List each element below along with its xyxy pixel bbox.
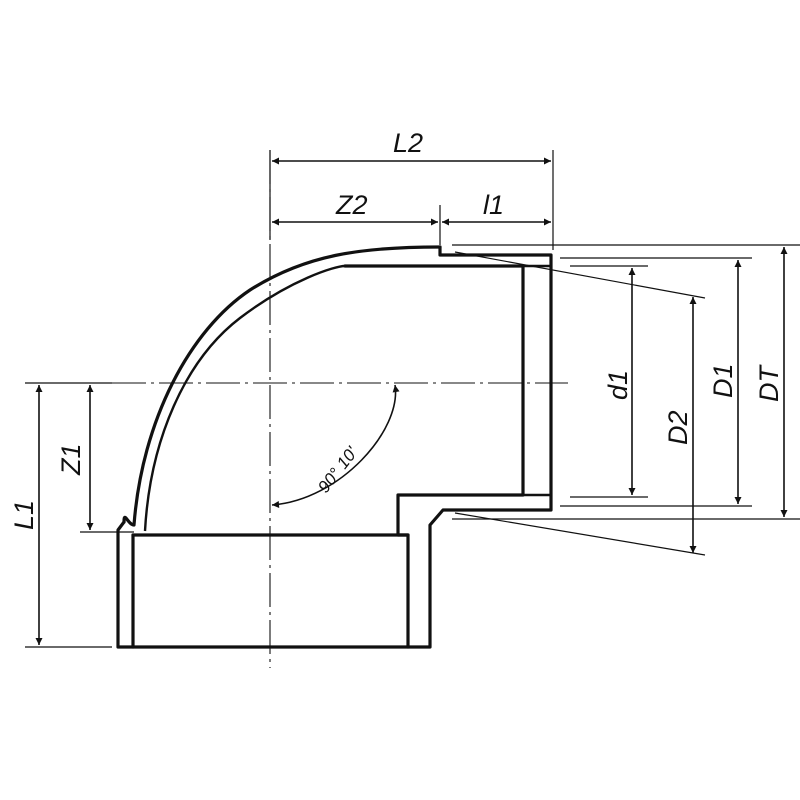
label-D2: D2 bbox=[663, 410, 693, 445]
label-L2: L2 bbox=[393, 128, 423, 158]
label-l1: l1 bbox=[483, 190, 504, 220]
label-L1: L1 bbox=[9, 500, 39, 530]
label-d1: d1 bbox=[603, 370, 633, 400]
extension-lines bbox=[25, 150, 800, 648]
label-DT: DT bbox=[754, 364, 784, 402]
elbow-body bbox=[116, 245, 553, 649]
label-angle: 90° 10' bbox=[314, 443, 362, 497]
dimension-lines bbox=[35, 157, 788, 645]
label-D1: D1 bbox=[708, 363, 738, 398]
center-lines bbox=[112, 150, 568, 668]
label-Z1: Z1 bbox=[56, 443, 86, 476]
dimension-labels: L2 Z2 l1 L1 Z1 d1 D2 D1 DT 90° 10' bbox=[9, 128, 784, 530]
label-Z2: Z2 bbox=[335, 190, 368, 220]
